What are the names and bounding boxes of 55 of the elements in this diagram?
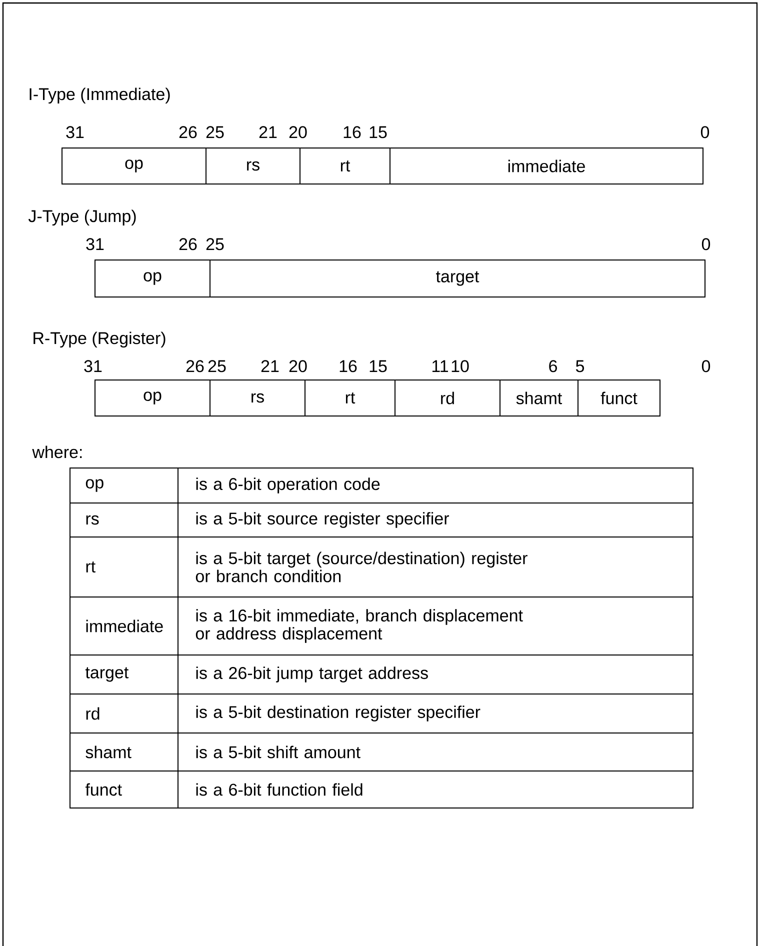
bit-number: 25 bbox=[206, 126, 224, 138]
bit-number: 25 bbox=[208, 360, 226, 372]
bit-number: 20 bbox=[289, 126, 307, 138]
bit-number: 0 bbox=[700, 126, 710, 138]
field-description: is a 6-bit operation code bbox=[196, 478, 380, 494]
bit-number: 11 bbox=[432, 360, 448, 372]
format-heading: R-Type (Register) bbox=[34, 332, 166, 348]
field-box: rs bbox=[206, 148, 300, 184]
field-box: rs bbox=[210, 380, 306, 416]
format-heading: I-Type (Immediate) bbox=[30, 88, 170, 104]
bit-number: 6 bbox=[549, 360, 557, 372]
field-box: immediate bbox=[390, 148, 704, 184]
bit-number: 31 bbox=[86, 238, 104, 250]
field-description: is a 5-bit shift amount bbox=[196, 746, 360, 758]
bit-number: 26 bbox=[179, 126, 197, 138]
bit-number: 26 bbox=[186, 360, 204, 372]
bit-number: 21 bbox=[261, 360, 279, 372]
field-box: op bbox=[94, 260, 210, 298]
bit-number: 26 bbox=[179, 238, 197, 250]
field-box: op bbox=[62, 148, 206, 184]
field-name: target bbox=[85, 667, 129, 682]
field-box: rt bbox=[304, 380, 396, 416]
field-description: is a 5-bit source register specifier bbox=[196, 512, 450, 528]
field-name: funct bbox=[85, 783, 122, 796]
field-box: rt bbox=[300, 148, 390, 184]
bit-number: 31 bbox=[84, 360, 102, 372]
field-description: is a 6-bit function field bbox=[196, 783, 362, 796]
bit-number: 15 bbox=[370, 126, 387, 138]
bit-number: 10 bbox=[452, 360, 469, 372]
field-description: is a 5-bit target (source/destination) register or branch condition bbox=[196, 552, 528, 582]
bit-number: 0 bbox=[702, 238, 710, 250]
bit-number: 15 bbox=[370, 360, 387, 372]
bit-number: 16 bbox=[344, 126, 361, 138]
field-name: rd bbox=[86, 707, 100, 720]
bit-number: 16 bbox=[340, 360, 357, 372]
field-name: shamt bbox=[86, 746, 132, 758]
bit-number: 25 bbox=[206, 238, 224, 250]
format-heading: J-Type (Jump) bbox=[28, 210, 136, 226]
field-description: is a 16-bit immediate, branch displacement or address displacement bbox=[196, 609, 523, 643]
field-name: op bbox=[86, 479, 104, 492]
field-box: op bbox=[94, 380, 210, 416]
field-box: target bbox=[210, 260, 706, 298]
format-heading: where: bbox=[32, 446, 82, 458]
field-description: is a 5-bit destination register specifier bbox=[196, 706, 480, 722]
field-box: funct bbox=[578, 380, 660, 416]
bit-number: 0 bbox=[702, 360, 710, 372]
field-name: immediate bbox=[86, 620, 163, 632]
field-box: shamt bbox=[500, 380, 578, 416]
field-name: rt bbox=[86, 561, 96, 573]
field-name: rs bbox=[86, 515, 99, 525]
bit-number: 20 bbox=[289, 360, 307, 372]
field-box: rd bbox=[394, 380, 500, 416]
field-description: is a 26-bit jump target address bbox=[196, 666, 428, 682]
bit-number: 21 bbox=[259, 126, 277, 138]
bit-number: 5 bbox=[576, 360, 584, 372]
